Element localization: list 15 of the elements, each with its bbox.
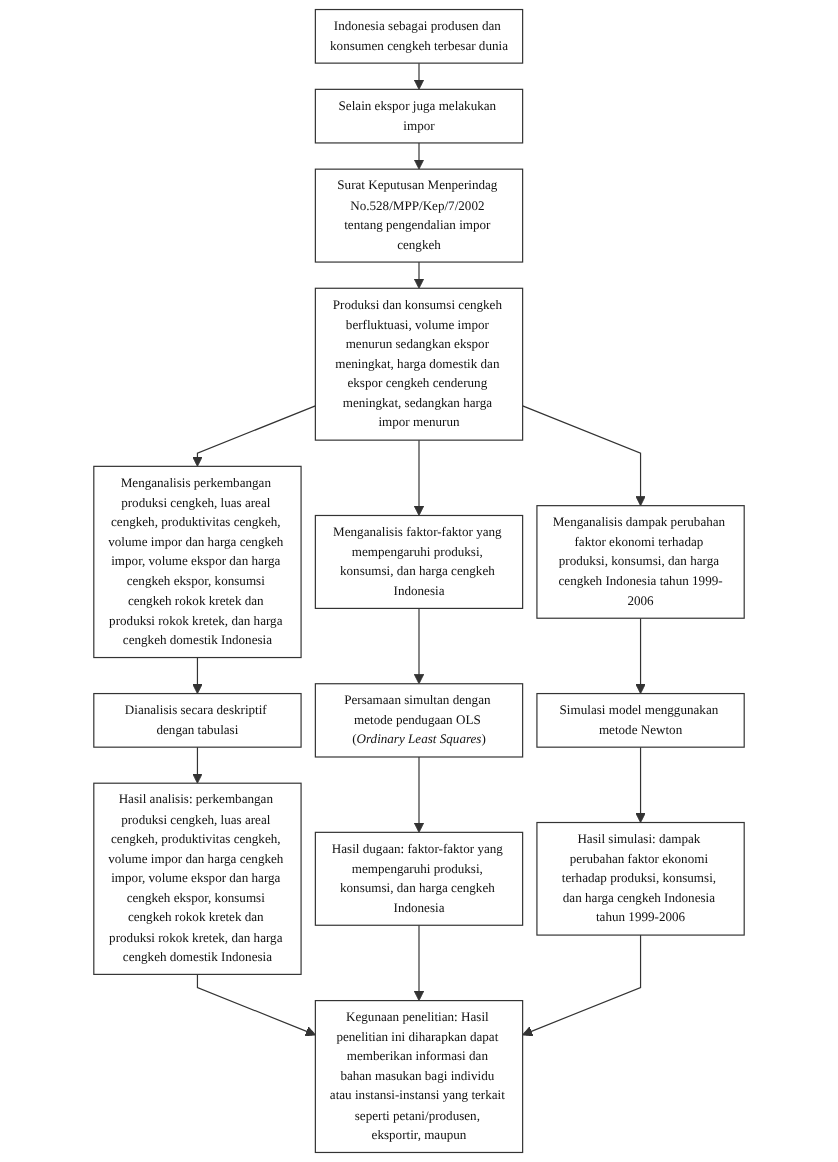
arrow	[635, 617, 646, 695]
arrow	[413, 261, 425, 289]
arrow	[522, 405, 646, 507]
arrow	[413, 62, 425, 90]
arrow	[192, 746, 203, 784]
arrow	[413, 607, 425, 685]
arrow	[413, 756, 425, 833]
arrow	[635, 746, 646, 823]
arrow	[413, 439, 425, 516]
arrow	[522, 934, 642, 1037]
arrow	[413, 142, 425, 170]
arrow	[196, 973, 316, 1037]
arrow	[192, 656, 203, 695]
arrow	[413, 924, 425, 1002]
arrow	[192, 405, 316, 467]
